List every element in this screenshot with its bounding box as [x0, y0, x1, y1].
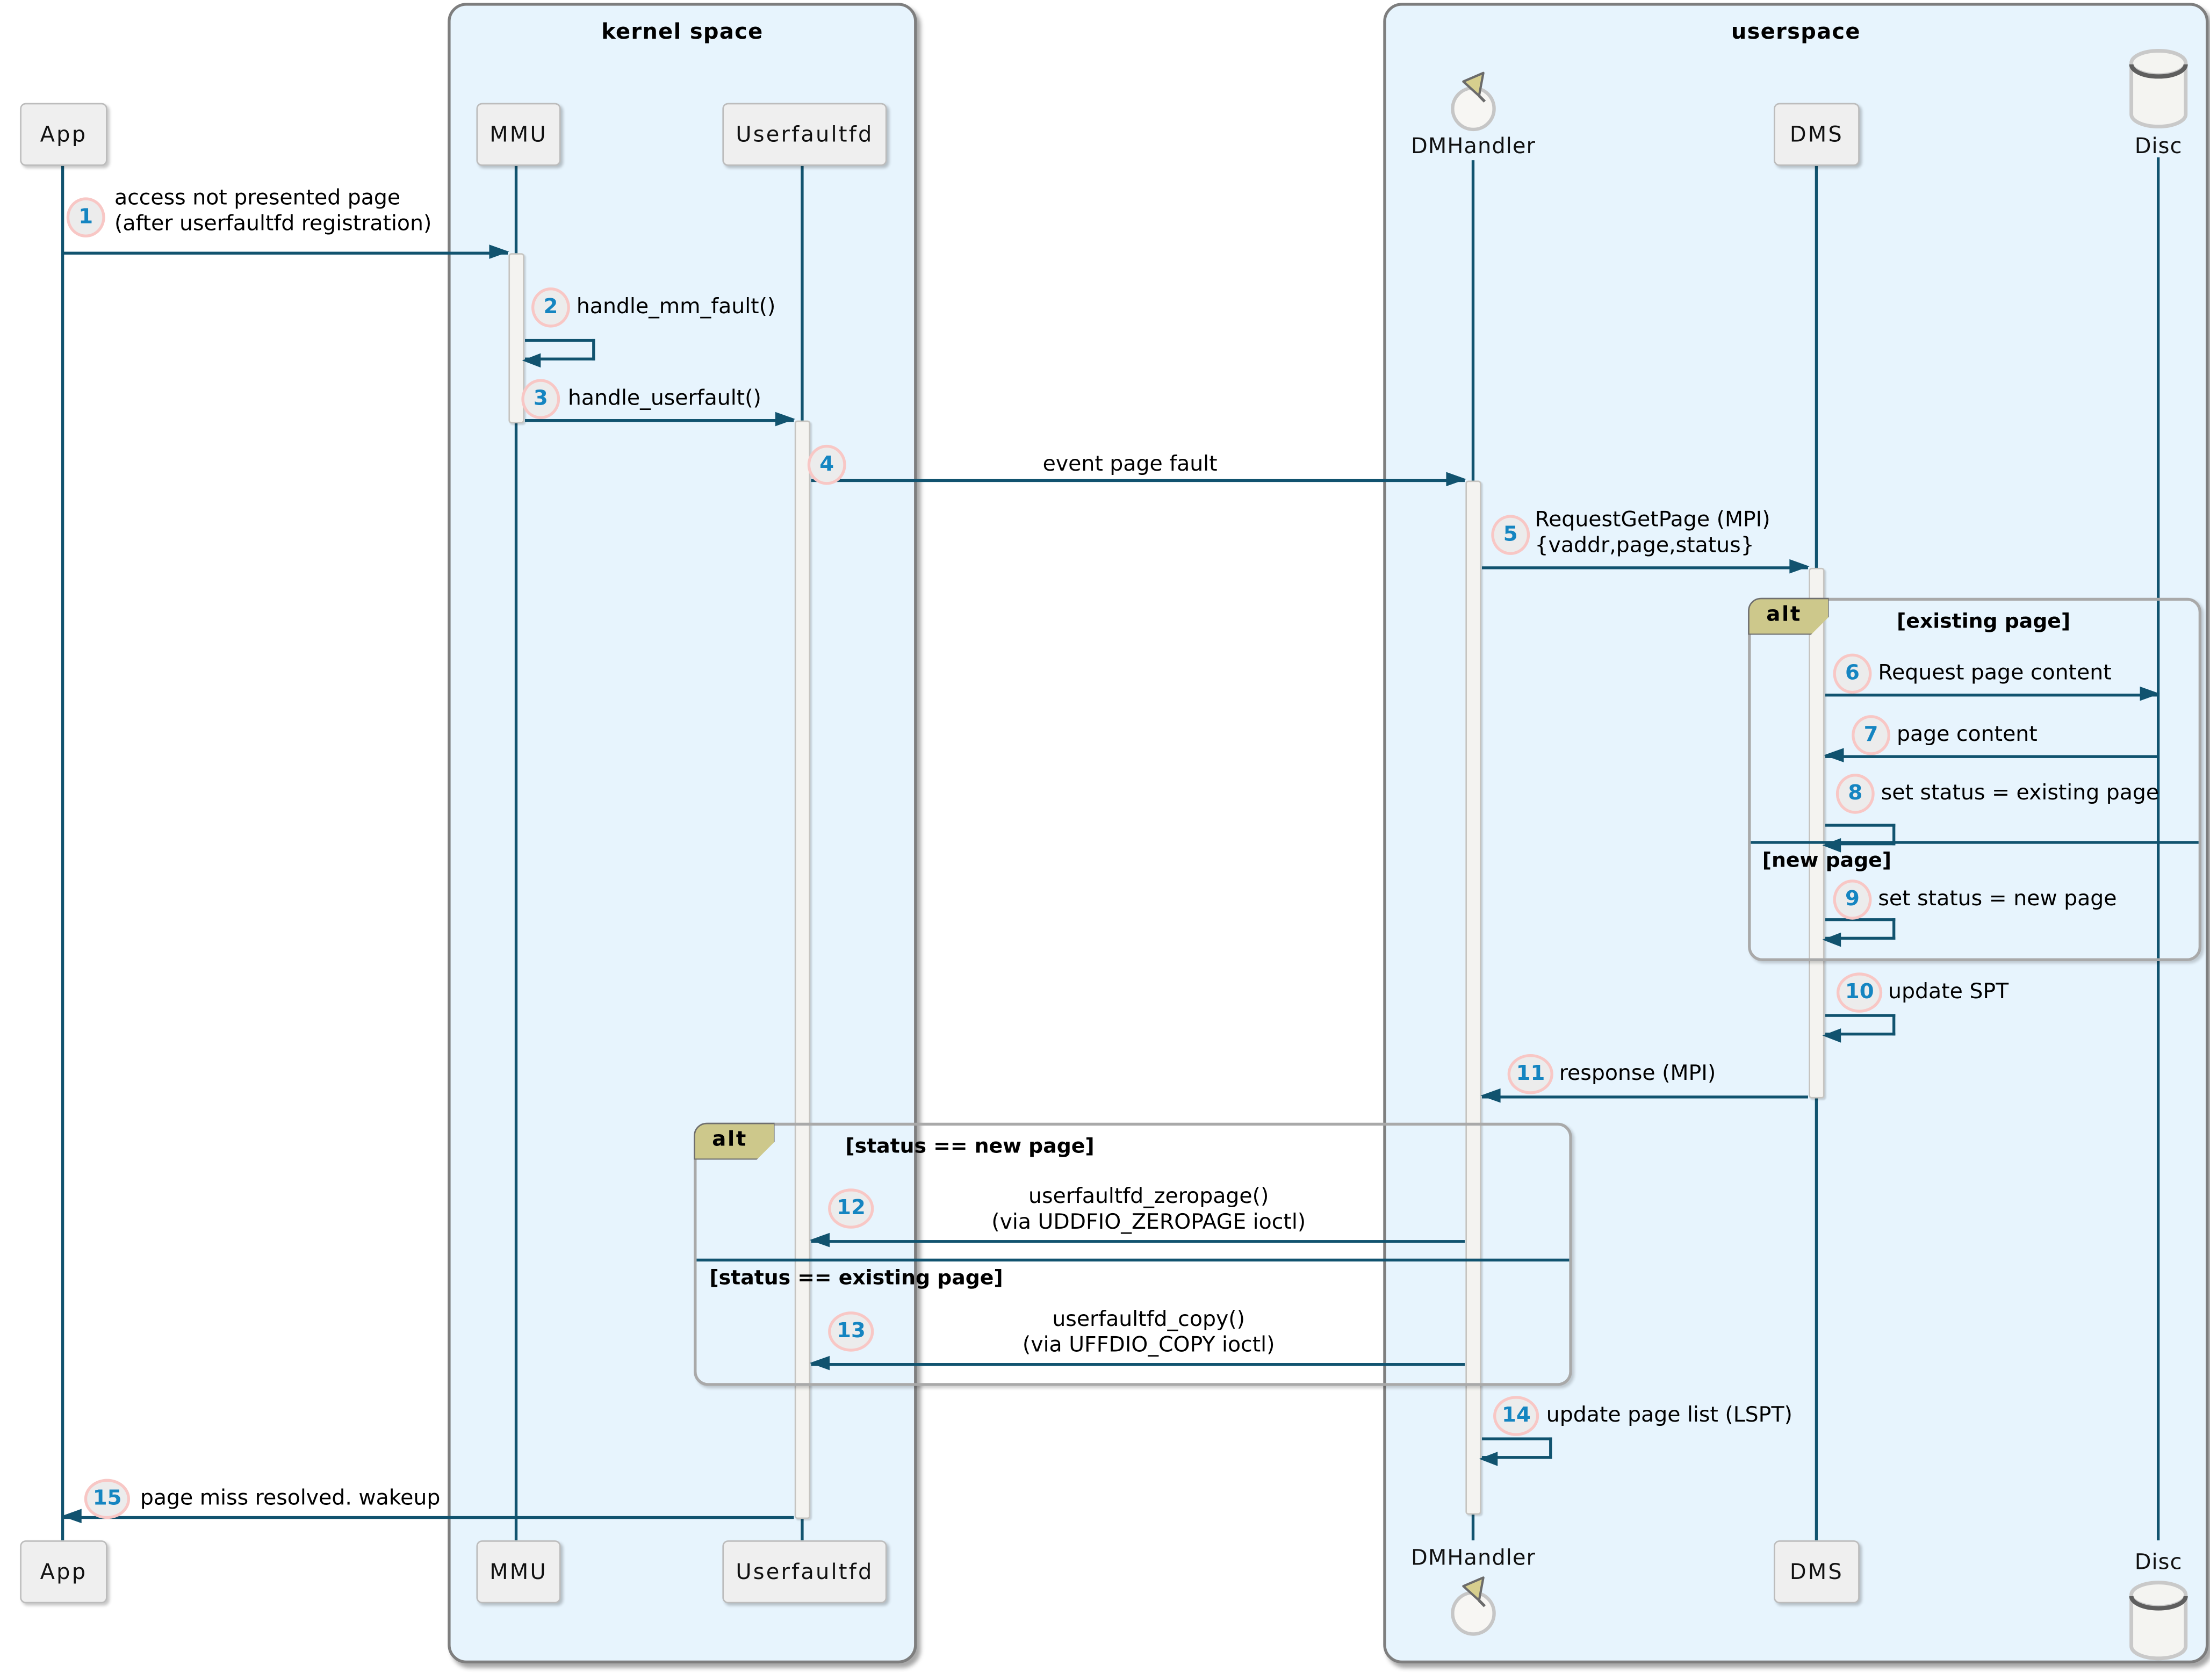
message-label: Request page content	[1878, 660, 2112, 686]
participant-dms-bottom: DMS	[1774, 1540, 1860, 1604]
message-label: set status = new page	[1878, 886, 2117, 911]
message-arrow	[525, 412, 796, 426]
activation-dms	[1809, 567, 1825, 1099]
participant-mmu-top: MMU	[476, 103, 561, 166]
message-arrow	[1481, 559, 1810, 573]
message-arrow	[1825, 686, 2160, 701]
participant-mmu-bottom: MMU	[476, 1540, 561, 1604]
alt-guard-new-page: [new page]	[1762, 849, 1892, 873]
alt-operator-label: alt	[693, 1122, 775, 1160]
message-number: 9	[1833, 879, 1872, 920]
participant-disc-top: Disc	[2134, 133, 2183, 159]
message-arrow	[809, 1355, 1465, 1370]
message-number: 2	[531, 287, 570, 328]
participant-dmhandler-bottom: DMHandler	[1410, 1545, 1536, 1571]
participant-userfaultfd-top: Userfaultfd	[722, 103, 887, 166]
activation-userfaultfd	[794, 420, 811, 1519]
message-label: access not presented page (after userfau…	[114, 186, 432, 236]
message-label: userfaultfd_copy() (via UFFDIO_COPY ioct…	[1022, 1307, 1275, 1358]
self-message-arrow	[1822, 918, 1896, 947]
message-number: 15	[84, 1479, 131, 1519]
message-number: 7	[1852, 715, 1891, 755]
kernel-space-frame: kernel space	[448, 3, 917, 1664]
message-label: handle_mm_fault()	[576, 294, 776, 319]
self-message-arrow	[1479, 1437, 1552, 1466]
activation-dmhandler	[1465, 480, 1481, 1515]
message-label: page content	[1896, 722, 2038, 747]
database-icon	[2127, 47, 2190, 136]
participant-app-bottom: App	[20, 1540, 107, 1604]
alt-divider	[696, 1258, 1570, 1262]
message-arrow	[809, 1232, 1465, 1247]
message-label: response (MPI)	[1559, 1061, 1716, 1086]
message-label: page miss resolved. wakeup	[140, 1486, 441, 1511]
alt-guard-status-new-page: [status == new page]	[845, 1135, 1095, 1159]
message-label: RequestGetPage (MPI) {vaddr,page,status}	[1535, 508, 1770, 558]
message-arrow	[811, 471, 1466, 486]
self-message-arrow	[1822, 1014, 1896, 1043]
message-number: 10	[1836, 972, 1883, 1013]
message-label: userfaultfd_zeropage() (via UDDFIO_ZEROP…	[991, 1184, 1306, 1235]
message-number: 1	[66, 197, 105, 237]
alt-guard-existing-page: [existing page]	[1896, 610, 2071, 634]
message-number: 3	[521, 379, 560, 420]
message-arrow	[61, 1508, 794, 1523]
lifeline-disc	[2156, 157, 2161, 1541]
userspace-frame: userspace	[1383, 3, 2209, 1664]
message-number: 11	[1507, 1054, 1554, 1094]
message-label: update SPT	[1888, 979, 2009, 1004]
message-label: update page list (LSPT)	[1546, 1403, 1793, 1427]
message-number: 14	[1493, 1396, 1539, 1436]
message-label: handle_userfault()	[567, 386, 761, 411]
message-number: 12	[828, 1188, 874, 1229]
control-icon	[1445, 69, 1502, 140]
message-arrow	[63, 244, 509, 259]
participant-disc-bottom: Disc	[2134, 1549, 2183, 1575]
message-label: event page fault	[1042, 452, 1218, 477]
self-message-arrow	[522, 338, 595, 367]
message-number: 8	[1835, 774, 1875, 814]
control-icon	[1445, 1573, 1502, 1645]
participant-dms-top: DMS	[1774, 103, 1860, 166]
participant-dmhandler-top: DMHandler	[1410, 133, 1536, 159]
database-icon	[2127, 1579, 2190, 1668]
message-arrow	[1824, 747, 2159, 762]
self-message-arrow	[1822, 824, 1896, 853]
message-number: 4	[807, 444, 846, 485]
message-number: 13	[828, 1311, 874, 1352]
participant-app-top: App	[20, 103, 107, 166]
message-number: 6	[1833, 653, 1872, 694]
alt-divider	[1751, 841, 2199, 844]
alt-operator-label: alt	[1747, 597, 1829, 635]
message-label: set status = existing page	[1881, 781, 2159, 805]
kernel-space-title: kernel space	[601, 18, 764, 45]
alt-guard-status-existing-page: [status == existing page]	[709, 1267, 1003, 1290]
lifeline-app	[61, 165, 65, 1541]
alt-block-page-lookup: alt [existing page] [new page]	[1747, 597, 2202, 961]
participant-userfaultfd-bottom: Userfaultfd	[722, 1540, 887, 1604]
lifeline-mmu	[514, 165, 519, 1541]
userspace-title: userspace	[1731, 18, 1861, 45]
message-arrow	[1480, 1088, 1808, 1102]
alt-block-status: alt [status == new page] [status == exis…	[693, 1122, 1572, 1386]
message-number: 5	[1491, 515, 1530, 555]
